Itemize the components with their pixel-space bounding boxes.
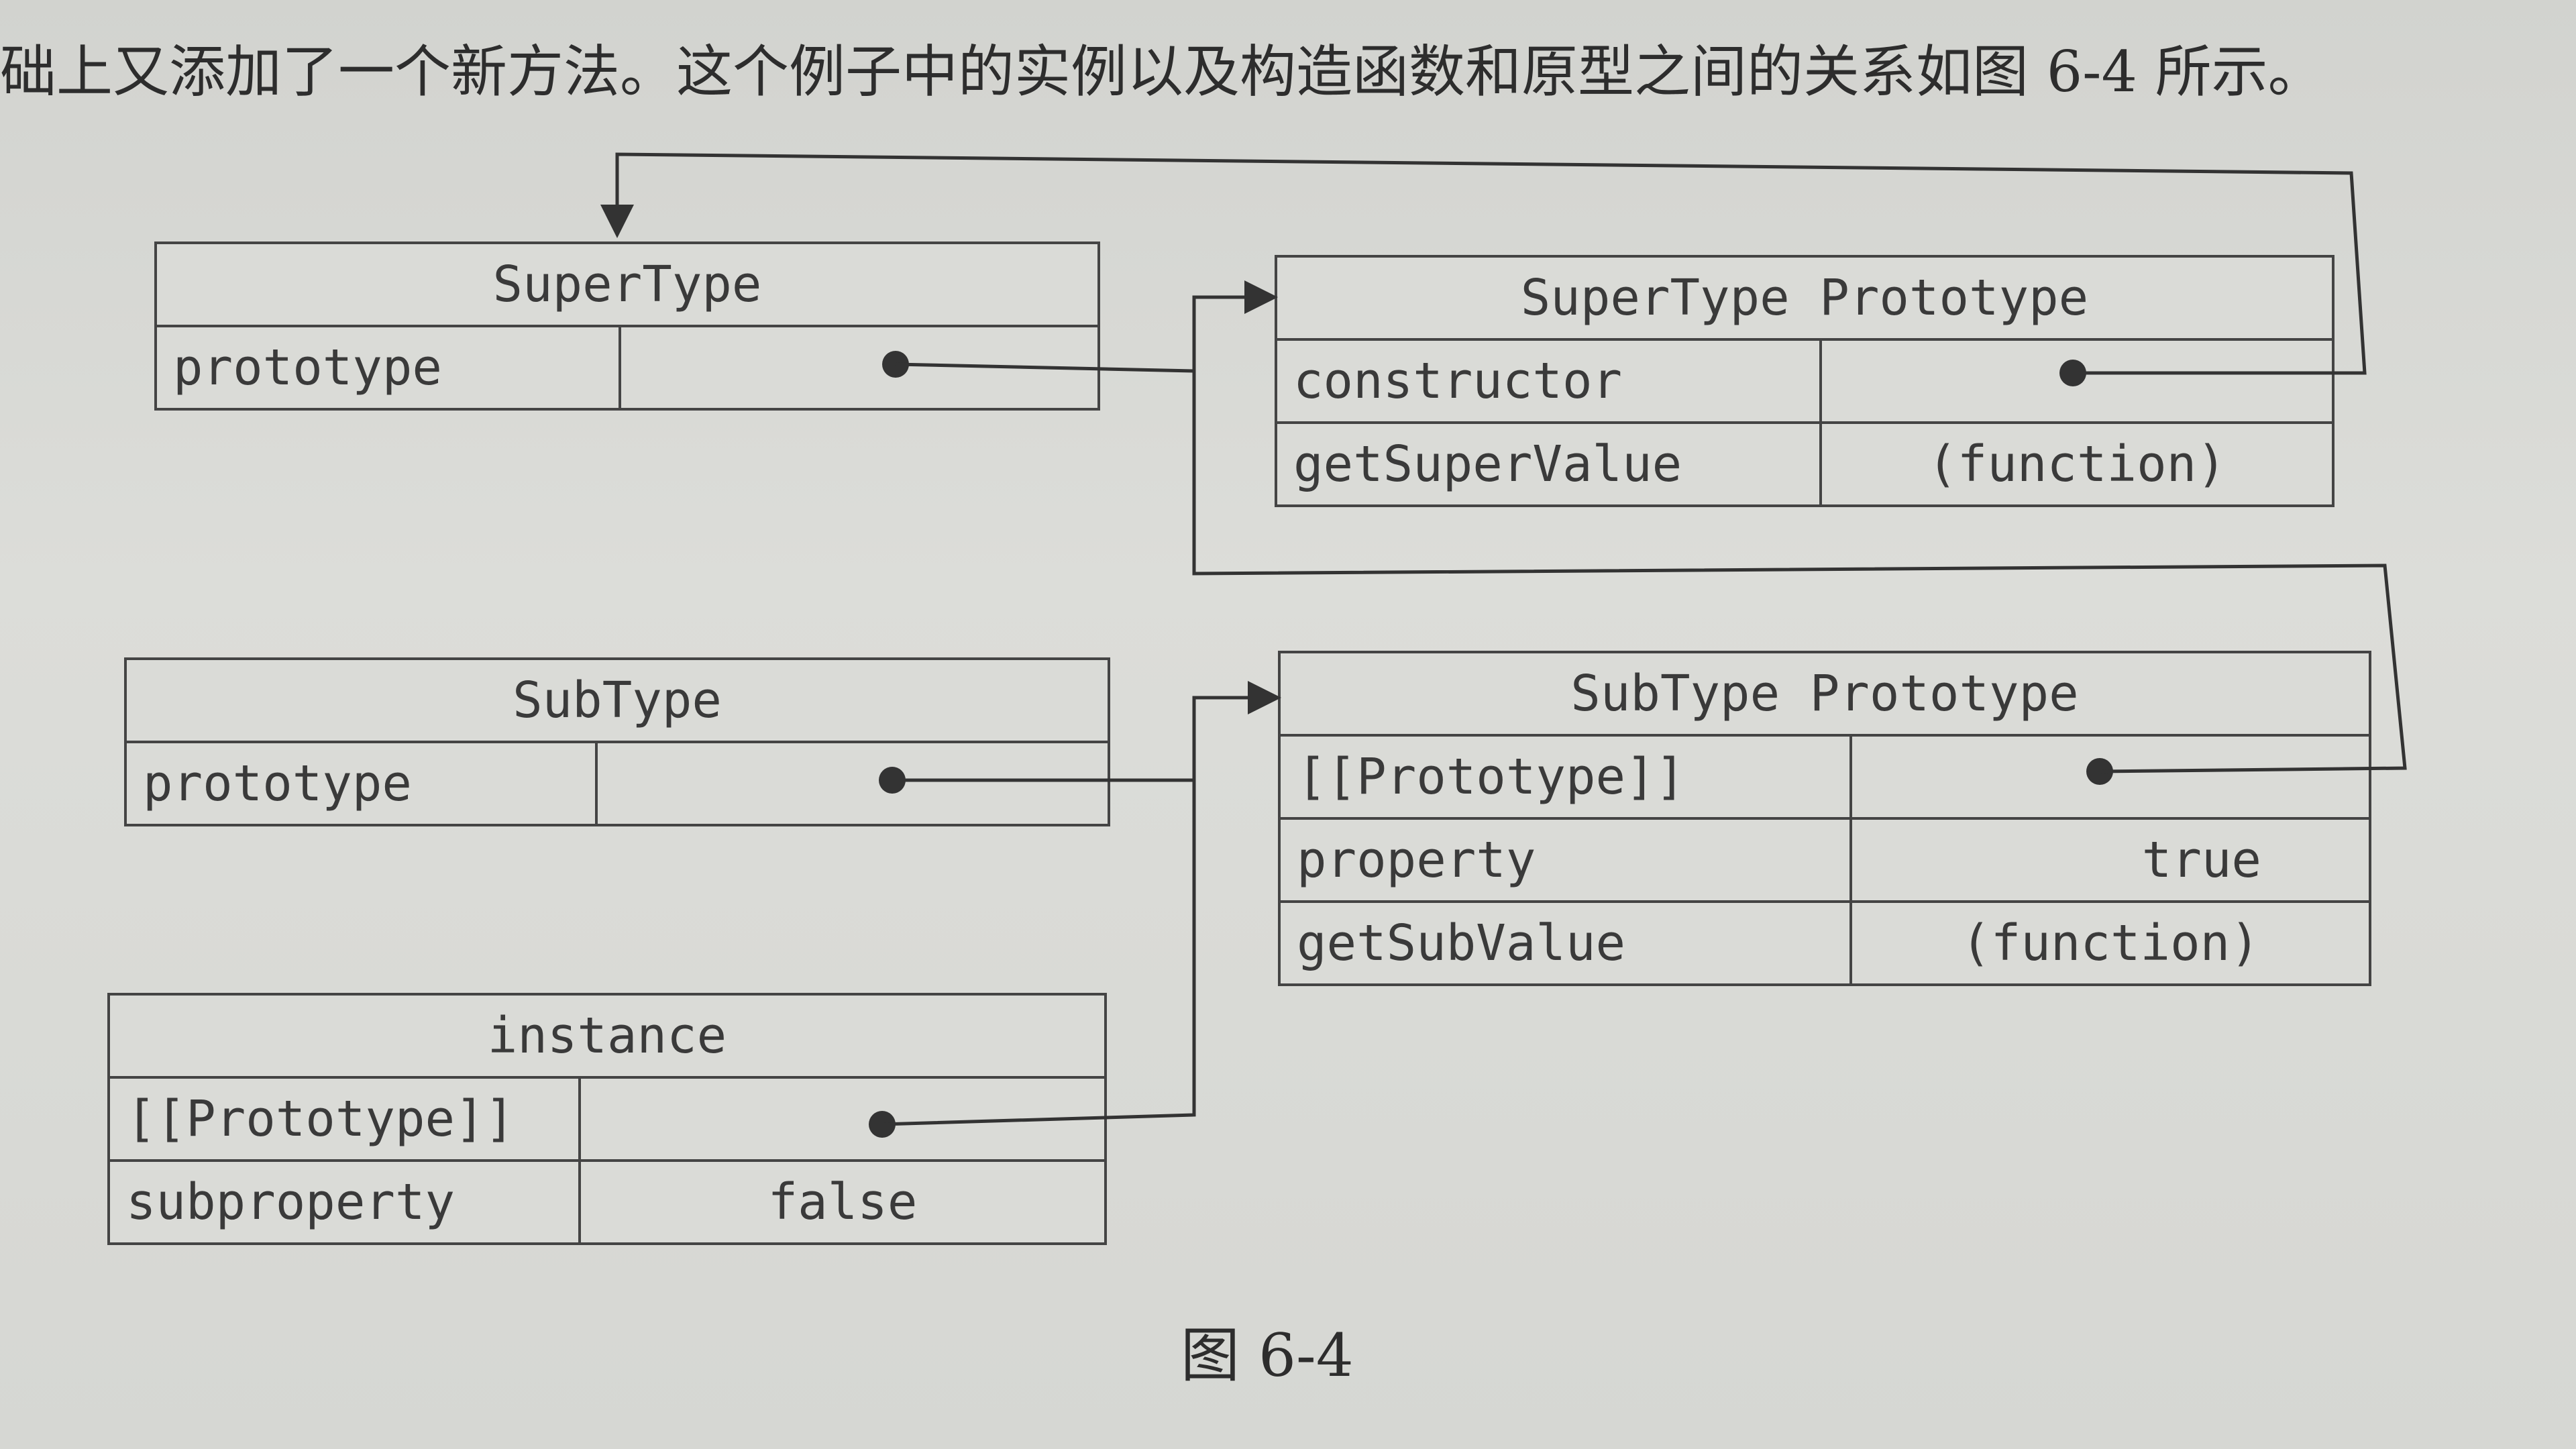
subtype-prototype-key: prototype [124, 741, 598, 826]
subtype-title: SubType [124, 657, 1110, 743]
supertype-prototype-constructor-pointer [1819, 338, 2334, 424]
subtype-box: SubType prototype [124, 657, 1110, 826]
instance-proto-pointer [578, 1076, 1107, 1162]
subtype-prototype-proto-pointer [1849, 734, 2371, 820]
instance-proto-key: [[Prototype]] [107, 1076, 581, 1162]
supertype-title: SuperType [154, 241, 1100, 327]
subtype-prototype-title: SubType Prototype [1278, 651, 2371, 737]
supertype-box: SuperType prototype [154, 241, 1100, 411]
supertype-prototype-constructor-key: constructor [1275, 338, 1822, 424]
subtype-prototype-property-value: true [1849, 817, 2371, 903]
figure-caption: 图 6-4 [1181, 1321, 1354, 1390]
instance-title: instance [107, 993, 1107, 1079]
supertype-prototype-pointer [619, 325, 1100, 411]
supertype-prototype-key: prototype [154, 325, 621, 411]
subtype-prototype-pointer [595, 741, 1110, 826]
supertype-prototype-title: SuperType Prototype [1275, 255, 2334, 341]
instance-subproperty-value: false [578, 1159, 1107, 1245]
instance-subproperty-key: subproperty [107, 1159, 581, 1245]
supertype-prototype-box: SuperType Prototype constructor getSuper… [1275, 255, 2334, 507]
supertype-prototype-getsupervalue-key: getSuperValue [1275, 421, 1822, 507]
instance-box: instance [[Prototype]] subproperty false [107, 993, 1107, 1245]
subtype-prototype-getsubvalue-value: (function) [1849, 900, 2371, 986]
subtype-prototype-proto-key: [[Prototype]] [1278, 734, 1852, 820]
subtype-prototype-box: SubType Prototype [[Prototype]] property… [1278, 651, 2371, 986]
intro-paragraph: 础上又添加了一个新方法。这个例子中的实例以及构造函数和原型之间的关系如图 6-4… [0, 39, 2324, 105]
supertype-prototype-getsupervalue-value: (function) [1819, 421, 2334, 507]
subtype-prototype-property-key: property [1278, 817, 1852, 903]
subtype-prototype-getsubvalue-key: getSubValue [1278, 900, 1852, 986]
